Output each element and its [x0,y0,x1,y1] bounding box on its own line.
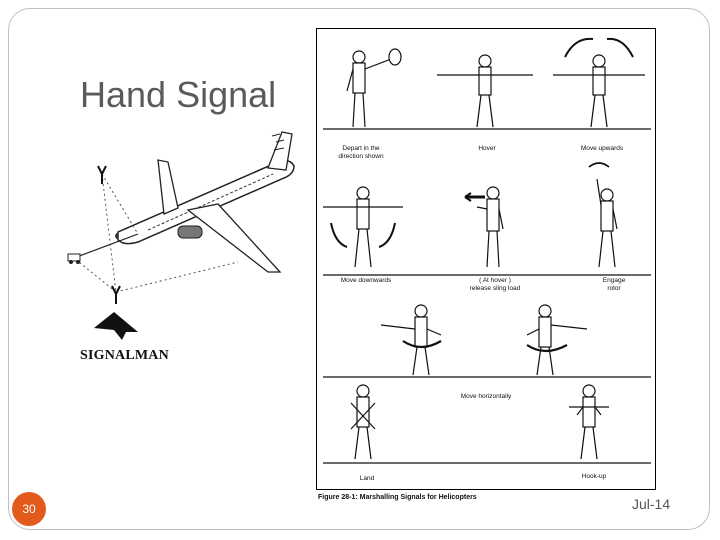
figure-move-up [553,37,645,128]
caption-depart: Depart in the direction shown [338,145,384,160]
signalman-arrow-icon [94,312,138,340]
caption-hover: Hover [478,145,496,152]
slide-title: Hand Signal [80,74,277,115]
page-number-badge: 30 [12,492,46,526]
figure-move-horiz-2 [526,304,588,376]
figure-engage-rotor [588,162,618,268]
figure-land [350,384,376,460]
caption-engage-rotor: Engage rotor [602,277,626,292]
caption-hook-up: Hook-up [581,473,607,480]
figure-caption: Figure 28-1: Marshalling Signals for Hel… [318,494,477,501]
aircraft-illustration [67,131,295,304]
figure-move-horiz-1 [380,304,442,376]
caption-move-up: Move upwards [580,145,624,152]
caption-move-down: Move downwards [340,277,392,284]
figure-hook-up [569,384,609,460]
figure-hover [437,54,533,128]
signalman-label: SIGNALMAN [80,348,169,363]
figure-move-down [323,186,403,268]
figure-depart [346,48,402,128]
signals-figure [323,37,651,464]
caption-move-horiz: Move horizontally [460,393,512,400]
slide-date: Jul-14 [632,496,671,512]
caption-land: Land [359,475,375,482]
figure-release-sling [464,186,504,268]
caption-release-sling: ( At hover ) release sling load [469,277,521,292]
signals-figure-panel: Depart in the direction shown Hover Move… [316,28,656,490]
